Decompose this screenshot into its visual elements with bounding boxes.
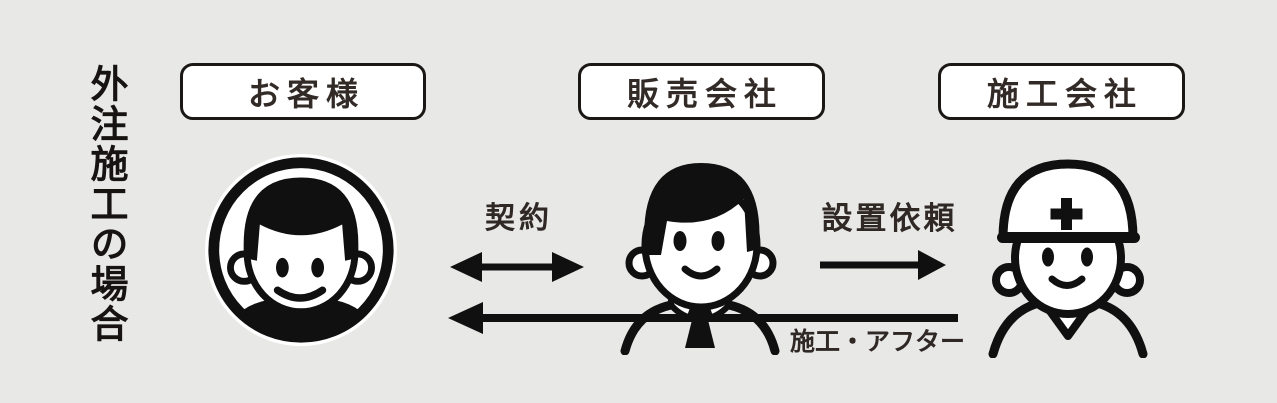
relation-label-installation-request: 設置依頼 (821, 201, 958, 236)
construction-worker-face-icon (983, 158, 1153, 358)
relation-label-construction-after: 施工・アフター (789, 328, 965, 356)
entity-label-customer: お客様 (180, 63, 426, 120)
customer-face-icon (203, 152, 399, 348)
contract-double-arrow-icon (450, 249, 584, 285)
construction-after-arrow-icon (448, 299, 958, 337)
installation-request-arrow-icon (820, 247, 946, 283)
salesperson-face-icon (615, 155, 785, 355)
diagram-title: 外注施工の場合 (84, 64, 126, 344)
entity-label-construction-company: 施工会社 (938, 63, 1185, 120)
entity-label-sales-company: 販売会社 (578, 63, 825, 120)
relation-label-contract: 契約 (485, 202, 553, 235)
